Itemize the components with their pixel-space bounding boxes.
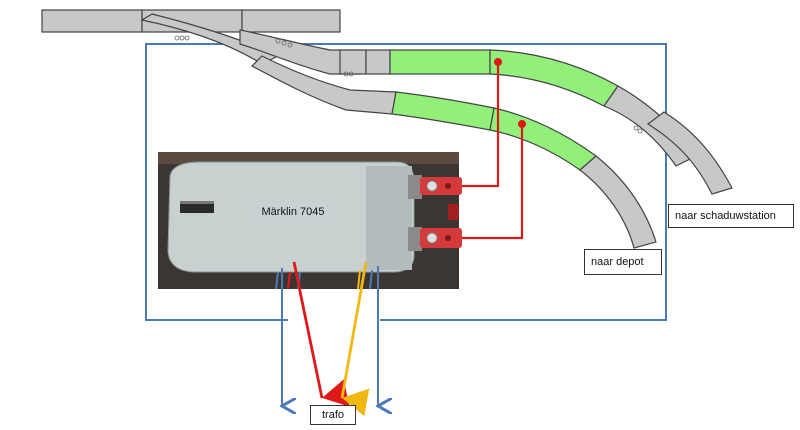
switch-tracks [140,13,397,115]
trafo-label: trafo [310,405,356,425]
shadow-station-label: naar schaduwstation [668,204,794,228]
lower-green-1 [391,91,495,131]
depot-label: naar depot [584,249,662,275]
track-piece-1 [339,49,367,75]
motor-label: Märklin 7045 [251,201,335,223]
upper-branch [389,49,733,195]
terminal-upper [408,175,462,199]
wire-upper-dot [494,58,502,66]
upper-grey-1 [603,85,697,167]
lower-grey-1 [579,155,657,249]
upper-green-1 [389,49,491,75]
wire-lower-green [462,124,524,240]
wire-lower-dot [518,120,526,128]
red-control-wires [462,62,524,240]
lower-branch [391,91,657,249]
wire-yellow-trafo [340,261,370,417]
terminal-lower [408,227,462,251]
upper-grey-2 [646,111,733,195]
top-straight-track [41,9,341,33]
joint-marks [174,35,643,134]
board-outline-left [145,43,288,321]
track-piece-2 [365,49,391,75]
lower-green-2 [489,107,597,171]
board-outline-right [294,43,667,321]
wire-upper-green [462,62,500,188]
board-outline [145,43,667,321]
switch-branch-2 [251,55,397,115]
trafo-wires [282,261,378,417]
wire-red-trafo [292,261,350,407]
upper-green-2 [489,49,619,107]
